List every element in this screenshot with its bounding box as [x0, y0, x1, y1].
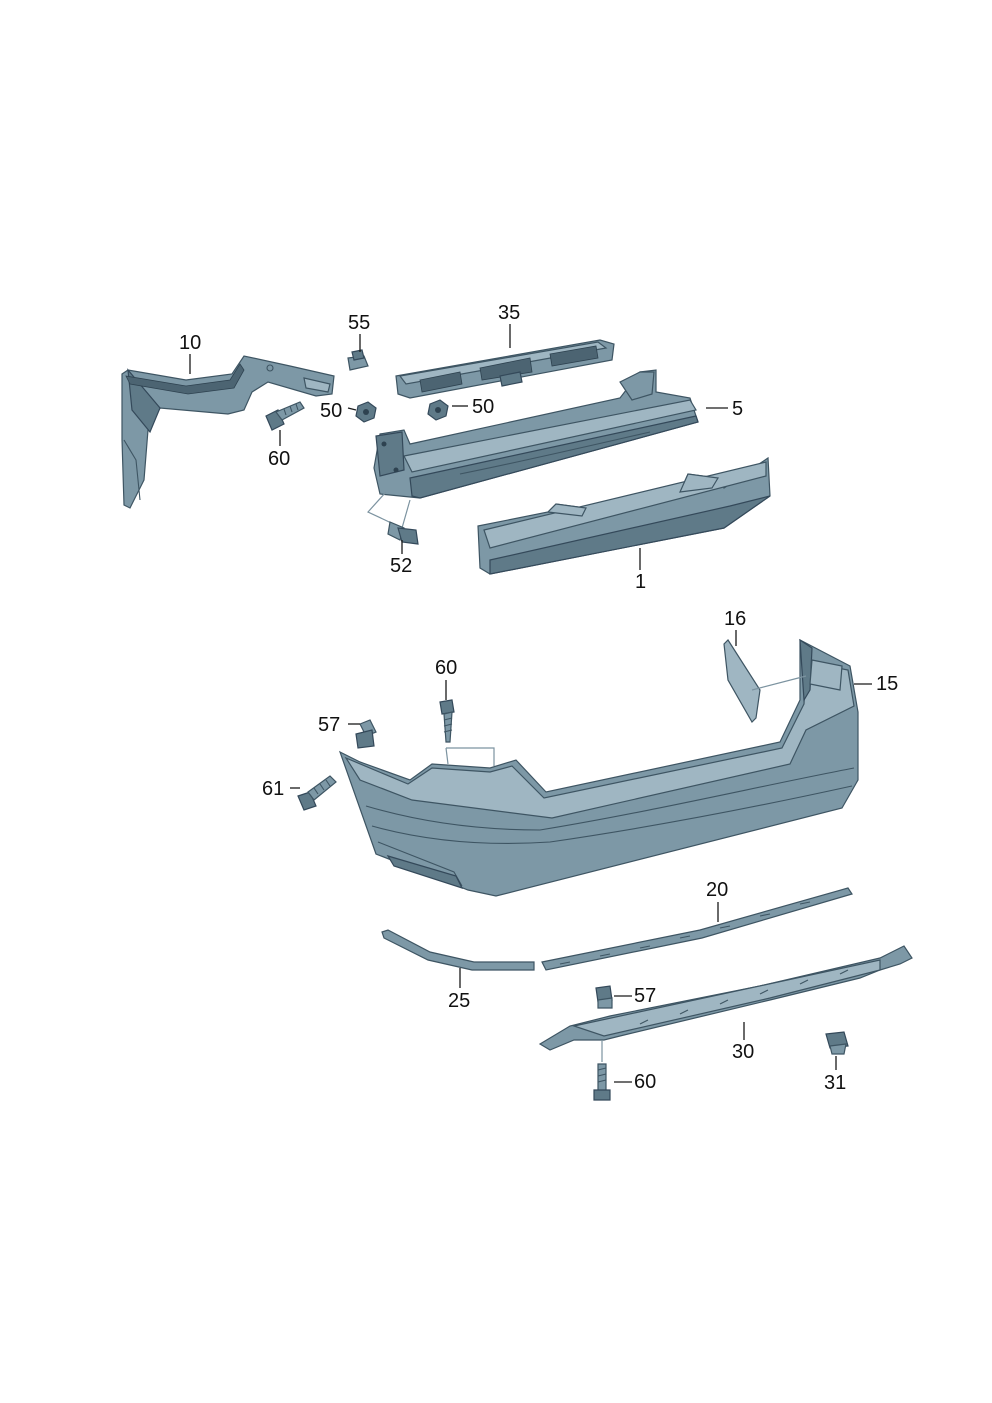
callout-60-lower: 60 [634, 1071, 657, 1093]
screw-part-60-middle [439, 699, 455, 743]
nut-part-50-left [355, 401, 377, 423]
callout-35: 35 [498, 302, 521, 324]
trim-strip-part-25 [381, 929, 535, 971]
bumper-reinforcement-part-5 [373, 369, 699, 499]
side-bracket-part-10 [121, 355, 335, 509]
callout-30: 30 [732, 1041, 755, 1063]
callout-60-middle: 60 [435, 657, 458, 679]
screw-part-60-lower [593, 1063, 611, 1101]
callout-60-upper: 60 [268, 448, 291, 470]
callout-25: 25 [448, 990, 471, 1012]
bumper-cover-part-15 [338, 638, 859, 897]
callout-15: 15 [876, 673, 899, 695]
callout-52: 52 [390, 555, 413, 577]
callout-57-lower: 57 [634, 985, 657, 1007]
callout-1: 1 [635, 571, 647, 593]
screw-part-61 [297, 775, 337, 811]
callout-31: 31 [824, 1072, 847, 1094]
mounting-strip-part-35 [395, 339, 615, 399]
bolt-part-52 [387, 521, 419, 545]
callout-5: 5 [732, 398, 744, 420]
clip-part-31 [825, 1031, 849, 1055]
callout-10: 10 [179, 332, 202, 354]
callout-61: 61 [262, 778, 285, 800]
clip-part-57-lower [595, 985, 613, 1009]
callout-20: 20 [706, 879, 729, 901]
callout-50-left: 50 [320, 400, 343, 422]
callout-50-right: 50 [472, 396, 495, 418]
callout-16: 16 [724, 608, 747, 630]
energy-absorber-part-1 [477, 456, 771, 575]
clip-part-55 [347, 349, 369, 371]
callout-57-upper: 57 [318, 714, 341, 736]
screw-part-60-upper [265, 401, 305, 431]
panel-part-16 [723, 639, 761, 723]
callout-55: 55 [348, 312, 371, 334]
clip-part-57-upper [355, 719, 377, 749]
trim-strip-part-20 [541, 887, 853, 971]
nut-part-50-right [427, 399, 449, 421]
diffuser-part-30 [538, 945, 913, 1051]
